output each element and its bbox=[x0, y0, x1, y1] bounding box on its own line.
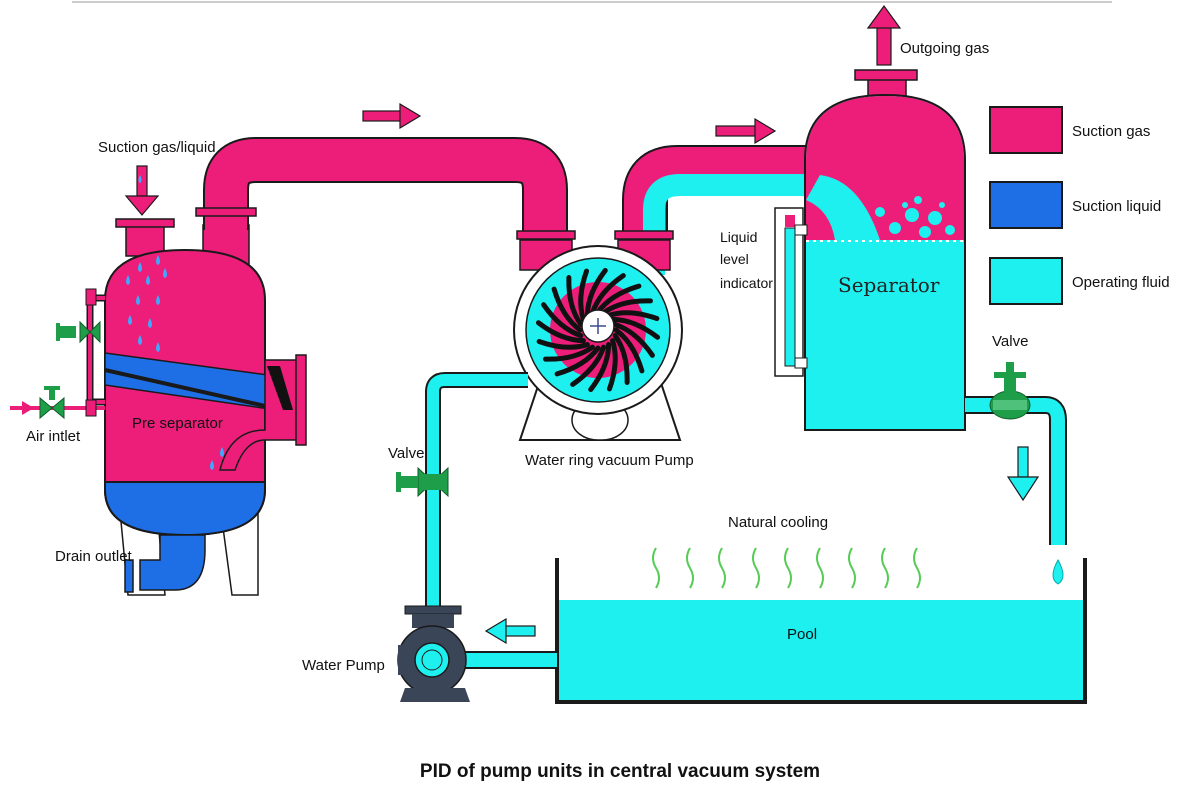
label-water-ring-pump: Water ring vacuum Pump bbox=[525, 452, 694, 469]
impeller-blade bbox=[613, 327, 645, 374]
figure-caption: PID of pump units in central vacuum syst… bbox=[420, 761, 820, 782]
droplet-icon bbox=[126, 275, 130, 285]
droplet-icon bbox=[138, 335, 142, 345]
legend-label-operating-fluid: Operating fluid bbox=[1072, 274, 1170, 291]
label-liquid-level-3: indicator bbox=[720, 275, 773, 291]
drain-flange bbox=[124, 559, 134, 593]
arrow-up-icon bbox=[866, 4, 902, 29]
impeller-blade bbox=[612, 333, 630, 385]
baffle-line bbox=[104, 368, 293, 414]
impeller-blade bbox=[566, 275, 584, 327]
suction-gas-pipe bbox=[195, 137, 576, 271]
label-separator: Separator bbox=[838, 273, 940, 297]
impeller-blade bbox=[536, 338, 590, 350]
valve-icon[interactable] bbox=[396, 466, 449, 498]
valve-icon[interactable] bbox=[56, 320, 101, 344]
impeller-blade bbox=[588, 342, 612, 393]
label-air-inlet: Air intlet bbox=[26, 428, 81, 445]
label-suction-gas-liquid: Suction gas/liquid bbox=[98, 139, 216, 156]
flow-arrow-icon bbox=[484, 617, 536, 645]
arrow-down-icon bbox=[124, 195, 160, 216]
legend-swatch-operating-fluid bbox=[989, 257, 1063, 305]
separator-tank bbox=[774, 4, 966, 431]
impeller-blade bbox=[595, 283, 642, 315]
impeller-blade bbox=[584, 267, 608, 318]
droplet-icon bbox=[210, 460, 214, 470]
droplet-icon bbox=[156, 295, 160, 305]
supply-line bbox=[396, 372, 557, 669]
droplet-icon bbox=[148, 318, 152, 328]
valve-icon[interactable] bbox=[989, 362, 1031, 420]
label-valve-right: Valve bbox=[992, 333, 1028, 350]
pump-icon bbox=[397, 605, 470, 702]
legend: Suction gas Suction liquid Operating flu… bbox=[989, 106, 1170, 305]
impeller-blade bbox=[589, 273, 626, 316]
legend-swatch-suction-liquid bbox=[989, 181, 1063, 229]
label-liquid-level-1: Liquid bbox=[720, 229, 757, 245]
impeller-blade bbox=[570, 344, 607, 387]
valve-icon[interactable] bbox=[39, 386, 65, 420]
bubbles bbox=[875, 196, 955, 238]
droplet-icon bbox=[1052, 558, 1064, 585]
impeller-icon bbox=[535, 267, 661, 393]
droplets bbox=[126, 255, 224, 470]
droplet-icon bbox=[163, 268, 167, 278]
impeller-blade bbox=[551, 286, 583, 333]
droplet-icon bbox=[128, 315, 132, 325]
label-valve-left: Valve bbox=[388, 445, 424, 462]
droplet-icon bbox=[156, 255, 160, 265]
side-baffle bbox=[267, 366, 293, 410]
label-water-pump: Water Pump bbox=[302, 657, 385, 674]
impeller-blade bbox=[535, 320, 586, 344]
label-drain-outlet: Drain outlet bbox=[55, 548, 133, 565]
side-flange bbox=[295, 354, 307, 446]
pool-water bbox=[557, 600, 1085, 702]
label-pre-separator: Pre separator bbox=[132, 415, 223, 432]
impeller-blade bbox=[612, 321, 655, 358]
impeller-blade bbox=[606, 310, 660, 322]
droplet-icon bbox=[138, 262, 142, 272]
label-natural-cooling: Natural cooling bbox=[728, 514, 828, 531]
impeller-blade bbox=[554, 345, 601, 377]
pool bbox=[555, 547, 1087, 704]
impeller-blade bbox=[610, 316, 661, 340]
suction-inlet-arrow bbox=[124, 165, 160, 216]
pre-separator bbox=[104, 218, 307, 596]
flow-arrow-icon bbox=[715, 117, 777, 145]
flow-arrow-icon bbox=[362, 102, 422, 130]
droplet-icon bbox=[146, 275, 150, 285]
air-inlet-arrow-icon bbox=[22, 401, 34, 415]
label-pool: Pool bbox=[787, 626, 817, 643]
cooling-waves bbox=[652, 547, 921, 589]
return-pipe bbox=[965, 362, 1067, 585]
drain-pipe bbox=[139, 534, 206, 591]
legend-label-suction-gas: Suction gas bbox=[1072, 123, 1150, 140]
impeller-blade bbox=[606, 338, 618, 392]
impeller-blade bbox=[578, 268, 590, 322]
droplet-icon bbox=[136, 295, 140, 305]
flow-arrow-icon bbox=[1006, 446, 1040, 502]
label-outgoing-gas: Outgoing gas bbox=[900, 40, 989, 57]
water-ring-vacuum-pump bbox=[513, 245, 683, 441]
pool-wall bbox=[555, 558, 1087, 704]
droplet-icon bbox=[156, 342, 160, 352]
air-inlet-assembly bbox=[10, 288, 105, 420]
legend-swatch-suction-gas bbox=[989, 106, 1063, 154]
inlet-flange bbox=[115, 218, 175, 228]
impeller-blade bbox=[541, 302, 584, 339]
impeller-blade bbox=[543, 344, 595, 362]
legend-label-suction-liquid: Suction liquid bbox=[1072, 198, 1161, 215]
label-liquid-level-2: level bbox=[720, 251, 749, 267]
impeller-blade bbox=[601, 298, 653, 316]
droplet-icon bbox=[220, 447, 224, 457]
